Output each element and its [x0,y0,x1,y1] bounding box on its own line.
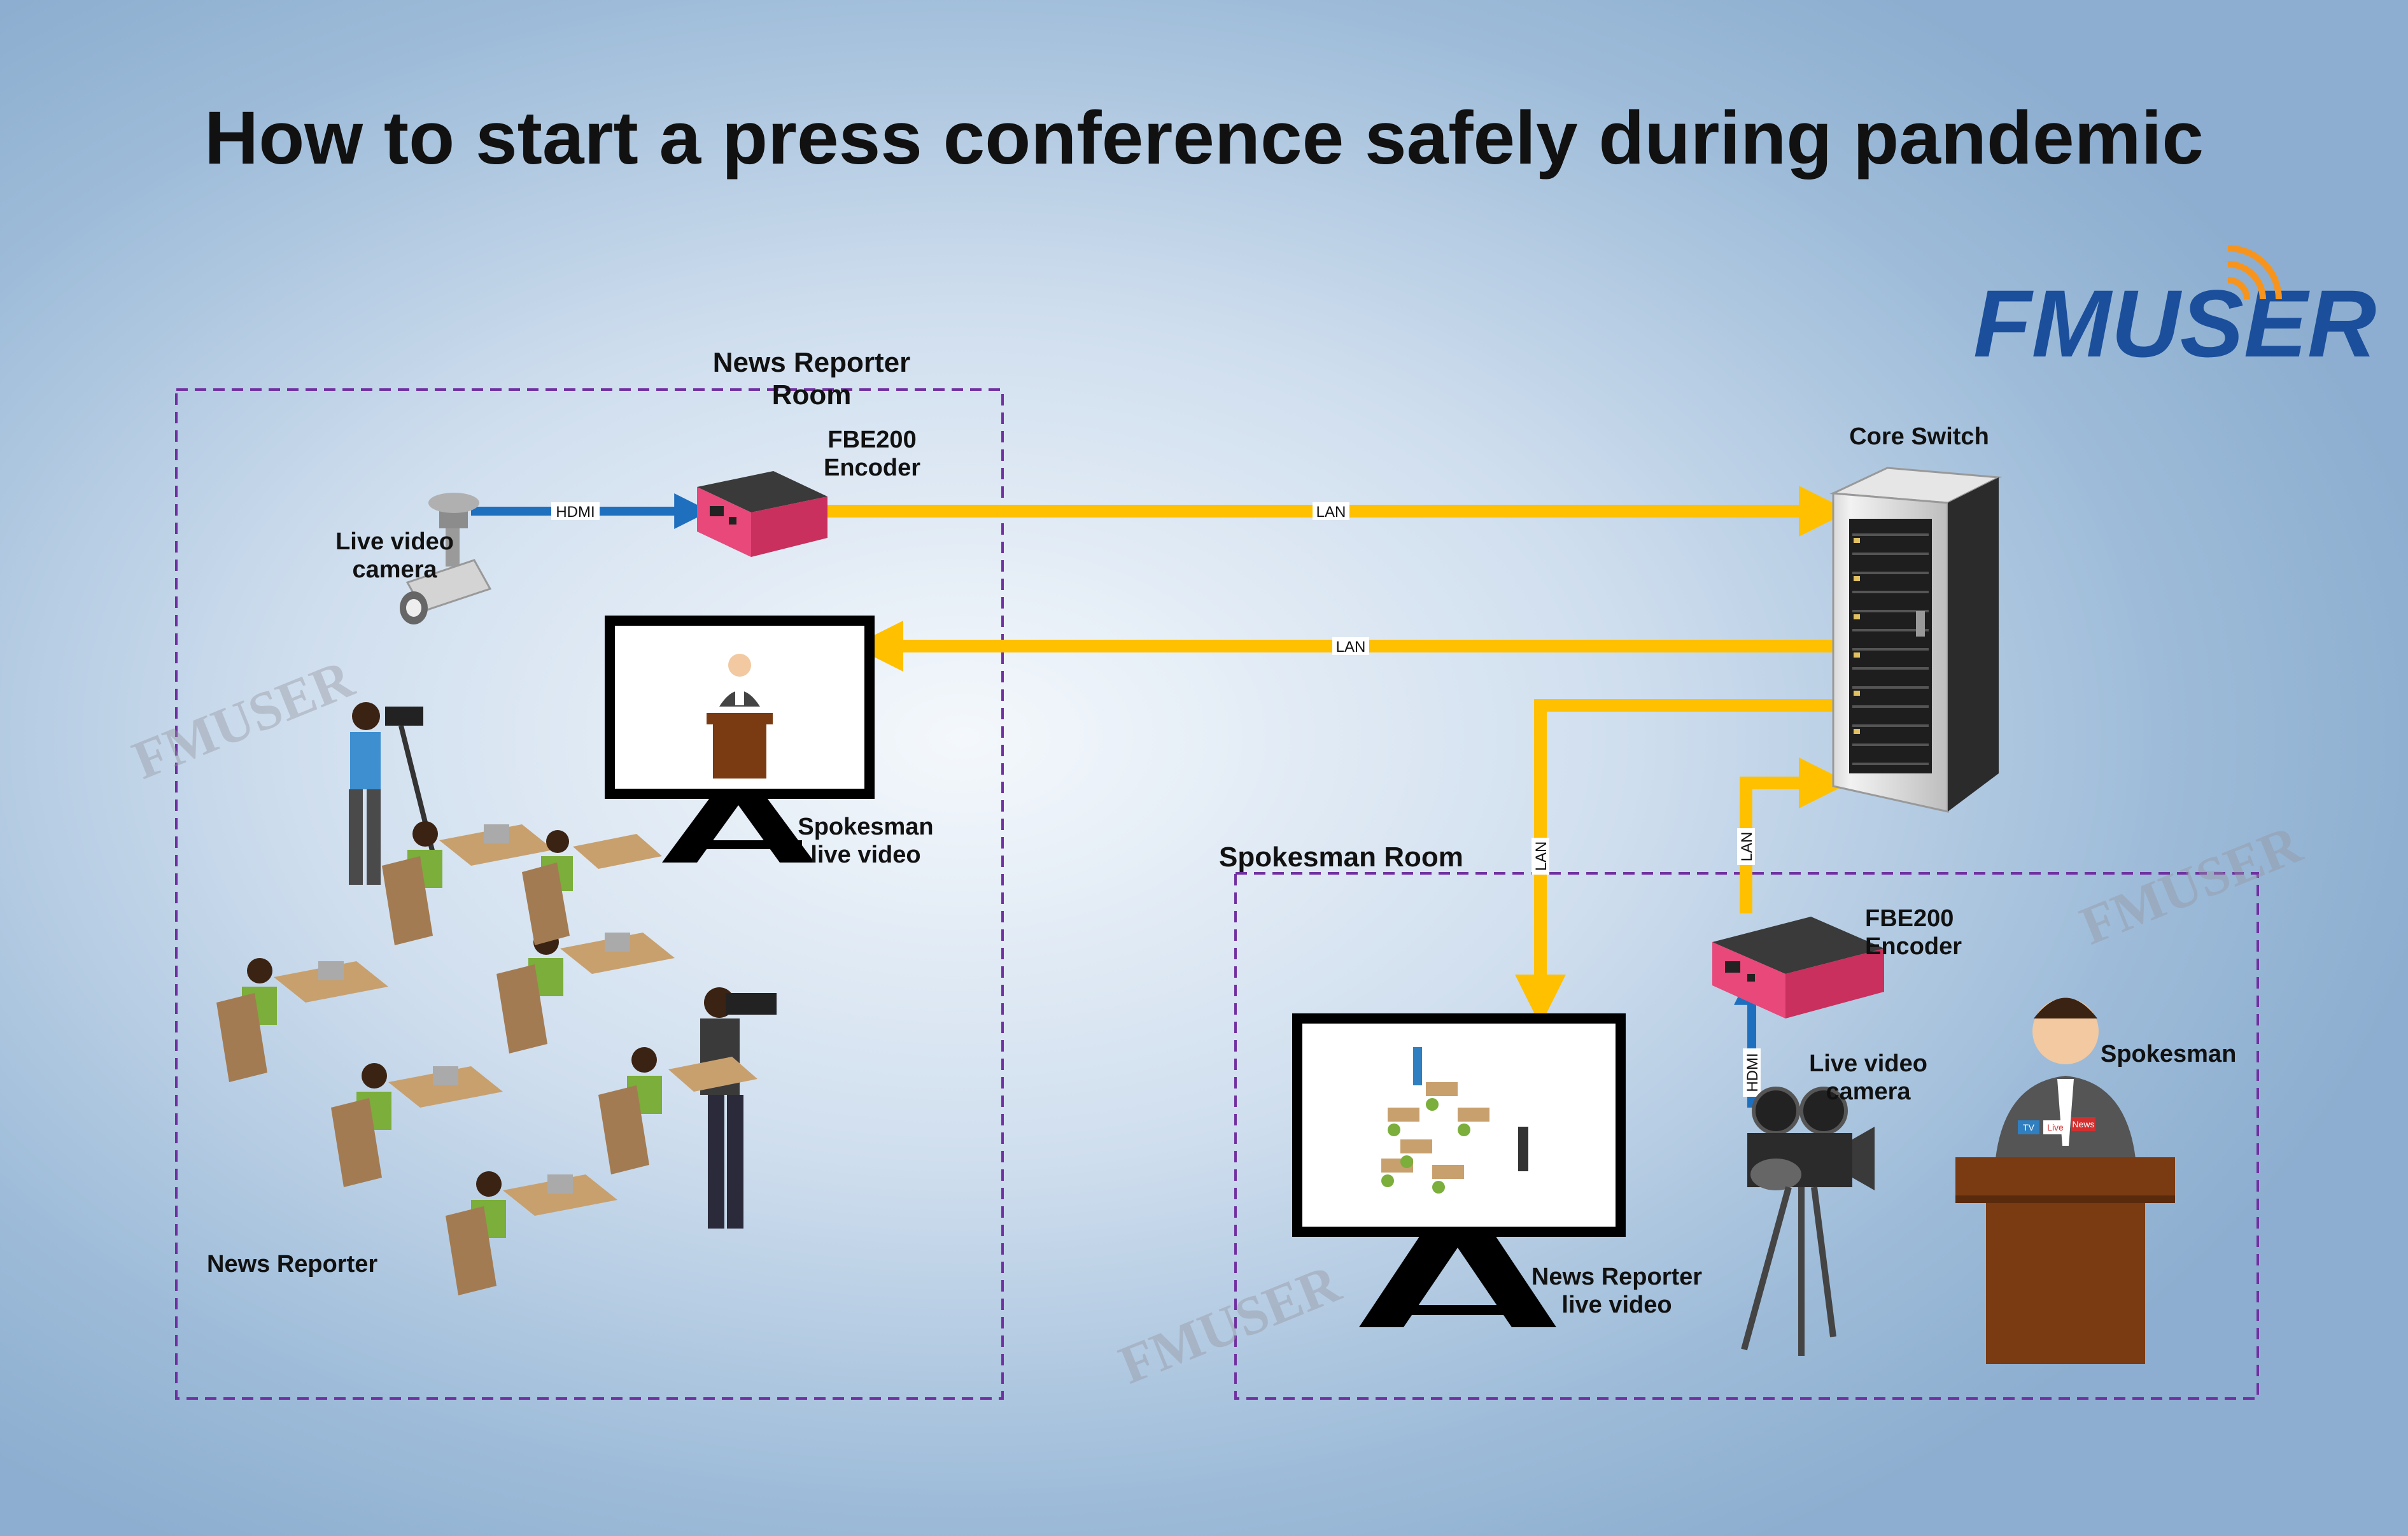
screen-right-icon [1292,1013,1626,1327]
camera-left-label: Live video camera [325,528,465,584]
svg-text:FMUSER: FMUSER [1973,270,2376,377]
reporter-desk [598,1047,757,1174]
hdmi-label-right: HDMI [1744,1053,1761,1092]
lan-label-vertical-right: LAN [1738,832,1756,862]
camera-right-label-line1: Live video [1809,1050,1927,1077]
connections [471,486,1850,1108]
encoder-right-icon [1712,917,1884,1018]
encoder-right-label: FBE200 Encoder [1865,905,1992,961]
lan-line-encoder-to-switch-right [1740,757,1850,913]
encoder-left-label: FBE200 Encoder [802,426,942,482]
cameraman-left-icon [349,702,435,885]
encoder-left-label-line1: FBE200 [827,426,917,453]
camera-right-label-line2: camera [1826,1078,1911,1105]
hdmi-label-left: HDMI [556,504,595,521]
news-reporter-label: News Reporter [207,1251,378,1278]
news-reporters-group [216,821,757,1295]
core-switch-label: Core Switch [1849,423,1989,450]
reporter-desk [522,830,662,945]
reporter-desk [446,1171,617,1295]
cameraman-right-icon [700,987,777,1229]
core-switch-rack-icon [1829,467,2003,813]
encoder-right-label-line2: Encoder [1865,933,1962,960]
encoder-right-label-line1: FBE200 [1865,905,1954,932]
camera-left-label-line1: Live video [335,528,454,555]
diagram-title: How to start a press conference safely d… [204,96,2204,180]
reporter-room-title: News Reporter Room [712,347,911,411]
svg-text:TV: TV [2023,1122,2035,1132]
lan-line-switch-to-right-screen [1515,699,1833,1025]
screen-left-label-line1: Spokesman [798,814,934,840]
encoder-left-label-line2: Encoder [823,454,921,481]
screen-left-label-line2: live video [810,841,921,868]
spokesman-room-title: Spokesman Room [1219,842,1463,873]
lan-label-middle: LAN [1336,638,1366,656]
camera-left-label-line2: camera [352,556,437,583]
screen-left-label: Spokesman live video [796,814,936,869]
link-labels: HDMI LAN LAN LAN LAN HDMI [551,502,1761,1097]
screen-right-label-line1: News Reporter [1531,1264,1703,1290]
spokesman-podium-icon: TV Live News [1955,997,2175,1364]
reporter-desk [331,1063,503,1187]
spokesman-label: Spokesman [2101,1041,2237,1067]
security-camera-icon [400,493,492,624]
screen-right-label: News Reporter live video [1528,1264,1706,1319]
screen-right-label-line2: live video [1561,1291,1672,1318]
video-camera-tripod-icon [1741,1087,1875,1356]
encoder-left-icon [697,471,827,557]
lan-label-vertical-left: LAN [1533,842,1550,871]
spokesman-room-border [1234,872,2259,1400]
svg-text:News: News [2072,1119,2094,1129]
screen-left-icon [605,616,875,863]
reporter-desk [496,929,675,1053]
reporter-room-border [175,388,1004,1400]
reporter-desk [216,958,388,1082]
svg-text:Live: Live [2047,1122,2064,1132]
lan-label-top: LAN [1316,504,1346,521]
reporter-desk [382,821,554,945]
fmuser-logo: FMUSER [1973,245,2376,377]
camera-right-label: Live video camera [1795,1050,1941,1106]
